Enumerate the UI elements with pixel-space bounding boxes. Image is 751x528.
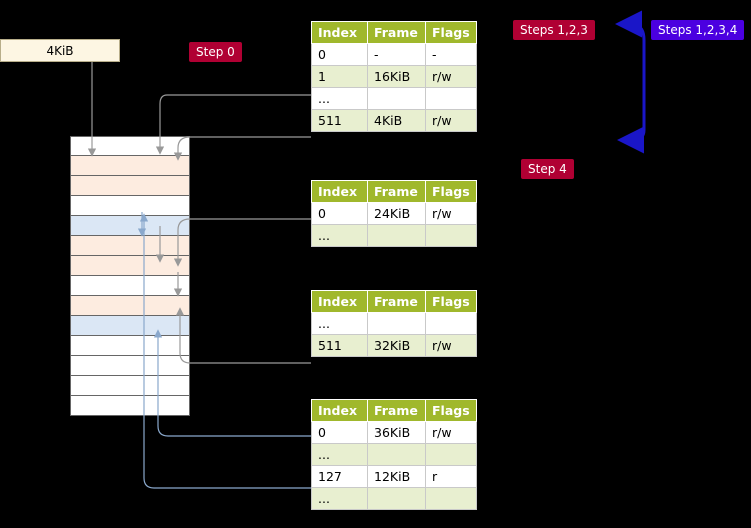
cell-flags: r/w <box>425 334 477 357</box>
column-header-index: Index <box>311 290 368 313</box>
column-header-flags: Flags <box>425 21 477 44</box>
cell-frame: 36KiB <box>367 421 426 444</box>
mem-row-4 <box>70 216 190 236</box>
column-header-frame: Frame <box>367 21 426 44</box>
cell-frame: 24KiB <box>367 202 426 225</box>
cell-flags: - <box>425 43 477 66</box>
cell-flags <box>425 443 477 466</box>
cell-index: ... <box>311 87 368 110</box>
label-step-0: Step 0 <box>189 42 242 62</box>
column-header-flags: Flags <box>425 290 477 313</box>
label-steps-123: Steps 1,2,3 <box>513 20 595 40</box>
cell-index: 0 <box>311 43 368 66</box>
column-header-frame: Frame <box>367 180 426 203</box>
column-header-index: Index <box>311 399 368 422</box>
column-header-index: Index <box>311 21 368 44</box>
cell-index: 511 <box>311 334 368 357</box>
memory-size-label: 4KiB <box>46 43 74 58</box>
cell-index: ... <box>311 224 368 247</box>
table-row: 0-- <box>311 43 477 66</box>
cell-index: 0 <box>311 421 368 444</box>
column-header-flags: Flags <box>425 180 477 203</box>
cell-flags <box>425 312 477 335</box>
column-header-flags: Flags <box>425 399 477 422</box>
cell-frame: 32KiB <box>367 334 426 357</box>
cell-flags <box>425 224 477 247</box>
cell-flags: r/w <box>425 421 477 444</box>
cell-frame <box>367 224 426 247</box>
table-row: ... <box>311 224 477 247</box>
label-steps-1234: Steps 1,2,3,4 <box>651 20 745 40</box>
table-row: ... <box>311 312 477 335</box>
mem-row-9 <box>70 316 190 336</box>
cell-flags: r/w <box>425 109 477 132</box>
mem-row-5 <box>70 236 190 256</box>
cell-frame <box>367 443 426 466</box>
cell-flags: r/w <box>425 202 477 225</box>
cell-index: 1 <box>311 65 368 88</box>
cell-index: ... <box>311 487 368 510</box>
label-step-4: Step 4 <box>521 159 574 179</box>
cell-index: 0 <box>311 202 368 225</box>
cell-flags <box>425 87 477 110</box>
mem-row-7 <box>70 276 190 296</box>
mem-row-1 <box>70 156 190 176</box>
cell-index: 127 <box>311 465 368 488</box>
cell-frame <box>367 487 426 510</box>
table-row: ... <box>311 443 477 466</box>
mem-row-10 <box>70 336 190 356</box>
mem-row-12 <box>70 376 190 396</box>
mem-row-8 <box>70 296 190 316</box>
physical-memory-column <box>70 136 190 416</box>
cell-frame: - <box>367 43 426 66</box>
mem-row-11 <box>70 356 190 376</box>
cell-flags: r/w <box>425 65 477 88</box>
cell-frame <box>367 312 426 335</box>
table-row: ... <box>311 487 477 510</box>
column-header-frame: Frame <box>367 290 426 313</box>
table-row: ... <box>311 87 477 110</box>
cell-flags <box>425 487 477 510</box>
mem-row-3 <box>70 196 190 216</box>
mem-row-0 <box>70 136 190 156</box>
cell-index: ... <box>311 443 368 466</box>
mem-row-2 <box>70 176 190 196</box>
mem-row-6 <box>70 256 190 276</box>
memory-size-box: 4KiB <box>0 39 120 62</box>
cell-index: ... <box>311 312 368 335</box>
cell-flags: r <box>425 465 477 488</box>
cell-index: 511 <box>311 109 368 132</box>
cell-frame: 12KiB <box>367 465 426 488</box>
mem-row-13 <box>70 396 190 416</box>
cell-frame: 16KiB <box>367 65 426 88</box>
cell-frame <box>367 87 426 110</box>
cell-frame: 4KiB <box>367 109 426 132</box>
column-header-index: Index <box>311 180 368 203</box>
column-header-frame: Frame <box>367 399 426 422</box>
